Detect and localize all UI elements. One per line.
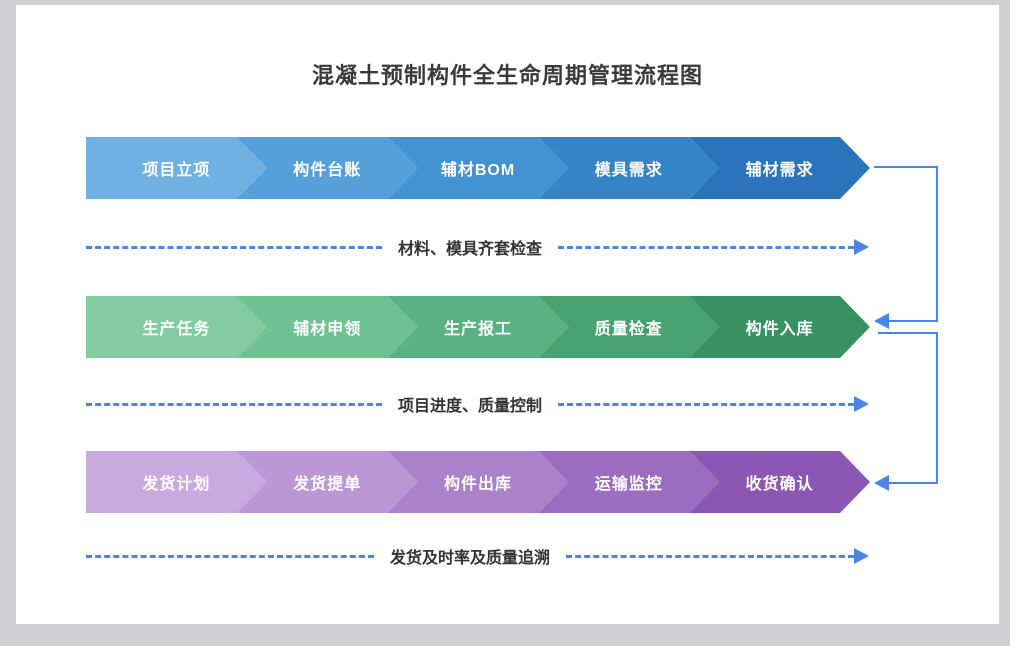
dashed-line xyxy=(558,402,855,406)
flow-step: 辅材申领 xyxy=(237,296,418,358)
checkpoint-row-planning: 材料、模具齐套检查 xyxy=(86,236,870,258)
diagram-title: 混凝土预制构件全生命周期管理流程图 xyxy=(311,63,703,88)
flow-step: 收货确认 xyxy=(689,451,870,513)
checkpoint-label: 材料、模具齐套检查 xyxy=(398,241,543,258)
dashed-line xyxy=(558,245,855,249)
checkpoint-label: 发货及时率及质量追溯 xyxy=(390,550,551,567)
flow-step: 发货提单 xyxy=(237,451,418,513)
dashed-line xyxy=(86,554,374,558)
flow-step: 运输监控 xyxy=(538,451,719,513)
connector-line xyxy=(936,166,938,322)
dashed-line xyxy=(566,554,855,558)
flow-step: 构件出库 xyxy=(388,451,569,513)
connector-line xyxy=(888,482,938,484)
arrow-left-icon xyxy=(874,313,889,329)
checkpoint-row-production: 项目进度、质量控制 xyxy=(86,393,870,415)
connector-line xyxy=(936,332,938,484)
flow-row-production: 生产任务 辅材申领 生产报工 质量检查 构件入库 xyxy=(86,296,870,358)
connector-line xyxy=(888,320,938,322)
flow-step: 质量检查 xyxy=(538,296,719,358)
arrow-left-icon xyxy=(874,475,889,491)
flow-step: 生产报工 xyxy=(388,296,569,358)
flow-row-planning: 项目立项 构件台账 辅材BOM 模具需求 辅材需求 xyxy=(86,137,870,199)
flow-step: 项目立项 xyxy=(86,137,267,199)
arrow-right-icon xyxy=(854,396,870,412)
flow-step: 模具需求 xyxy=(538,137,719,199)
flow-step: 辅材BOM xyxy=(388,137,569,199)
flow-step: 生产任务 xyxy=(86,296,267,358)
flow-step: 辅材需求 xyxy=(689,137,870,199)
dashed-line xyxy=(86,245,382,249)
flow-step: 构件台账 xyxy=(237,137,418,199)
connector-line xyxy=(874,166,938,168)
checkpoint-label: 项目进度、质量控制 xyxy=(398,398,543,415)
flow-row-shipping: 发货计划 发货提单 构件出库 运输监控 收货确认 xyxy=(86,451,870,513)
flow-step: 发货计划 xyxy=(86,451,267,513)
dashed-line xyxy=(86,402,382,406)
flow-step: 构件入库 xyxy=(689,296,870,358)
checkpoint-row-shipping: 发货及时率及质量追溯 xyxy=(86,545,870,567)
arrow-right-icon xyxy=(854,548,870,564)
connector-line xyxy=(878,332,938,334)
arrow-right-icon xyxy=(854,239,870,255)
